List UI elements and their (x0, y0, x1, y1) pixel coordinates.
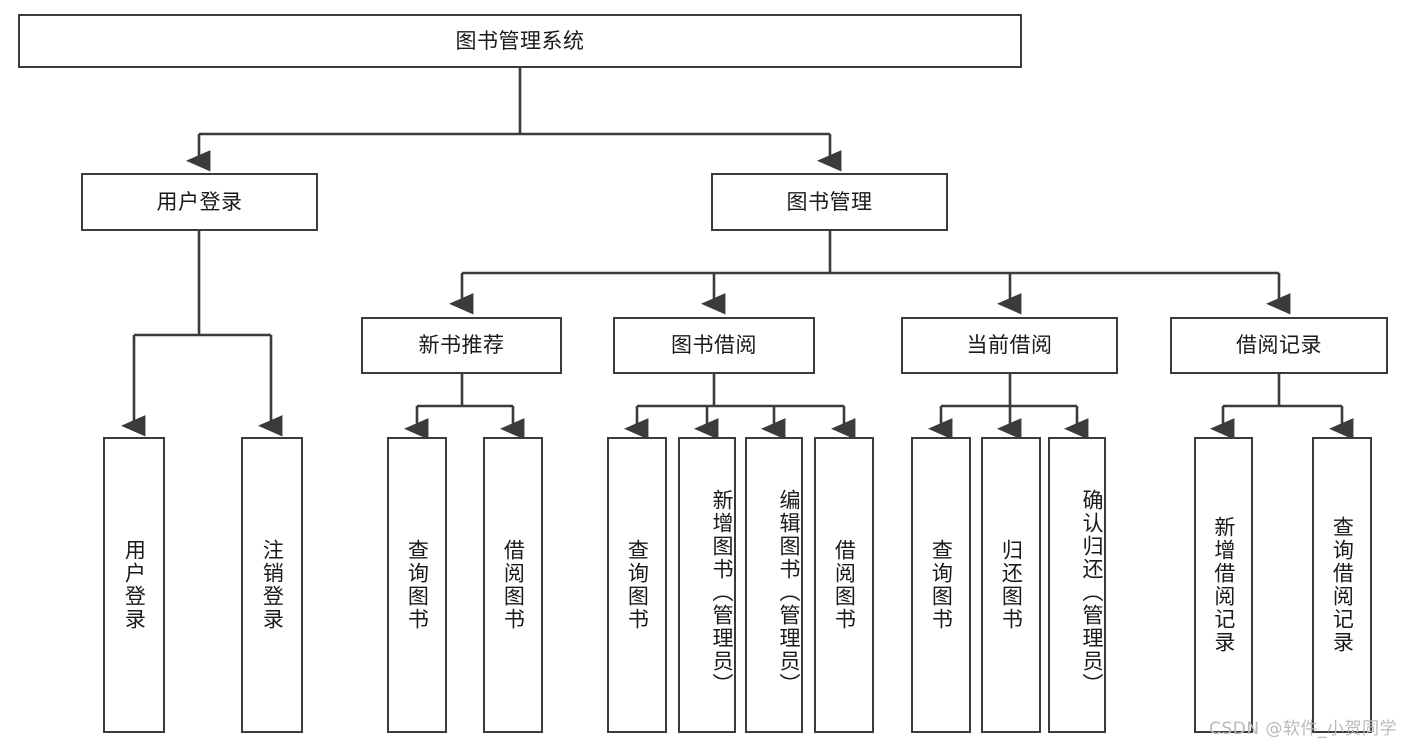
leaf-label: 归还图书 (999, 539, 1024, 631)
node-book-management[interactable]: 图书管理 (711, 173, 948, 231)
node-book-borrow[interactable]: 图书借阅 (613, 317, 815, 374)
leaf-recommend-borrow-book[interactable]: 借阅图书 (483, 437, 543, 733)
watermark: CSDN @软件_小贺同学 (1209, 719, 1397, 739)
leaf-current-query-book[interactable]: 查询图书 (911, 437, 971, 733)
leaf-current-confirm-return-admin[interactable]: 确认归还（管理员） (1048, 437, 1106, 733)
leaf-borrow-edit-book-admin[interactable]: 编辑图书（管理员） (745, 437, 803, 733)
leaf-label: 查询借阅记录 (1330, 516, 1355, 654)
node-new-book-recommend-label: 新书推荐 (418, 333, 505, 358)
node-current-borrow[interactable]: 当前借阅 (901, 317, 1118, 374)
node-new-book-recommend[interactable]: 新书推荐 (361, 317, 562, 374)
leaf-records-query-record[interactable]: 查询借阅记录 (1312, 437, 1372, 733)
node-book-management-label: 图书管理 (786, 189, 873, 214)
leaf-label: 注销登录 (260, 539, 285, 631)
leaf-borrow-query-book[interactable]: 查询图书 (607, 437, 667, 733)
node-user-login-label: 用户登录 (156, 189, 243, 214)
leaf-user-login-signout[interactable]: 注销登录 (241, 437, 303, 733)
leaf-borrow-add-book-admin[interactable]: 新增图书（管理员） (678, 437, 736, 733)
node-root[interactable]: 图书管理系统 (18, 14, 1022, 68)
leaf-label: 用户登录 (122, 539, 147, 631)
node-root-label: 图书管理系统 (455, 28, 585, 53)
leaf-label: 借阅图书 (501, 539, 526, 631)
leaf-user-login-signin[interactable]: 用户登录 (103, 437, 165, 733)
node-book-borrow-label: 图书借阅 (671, 333, 757, 358)
node-borrow-records[interactable]: 借阅记录 (1170, 317, 1388, 374)
leaf-label: 借阅图书 (832, 539, 857, 631)
leaf-label: 查询图书 (929, 539, 954, 631)
leaf-label: 新增图书（管理员） (710, 488, 734, 696)
node-current-borrow-label: 当前借阅 (966, 333, 1053, 358)
leaf-recommend-query-book[interactable]: 查询图书 (387, 437, 447, 733)
node-borrow-records-label: 借阅记录 (1236, 333, 1322, 358)
leaf-label: 查询图书 (625, 539, 650, 631)
leaf-current-return-book[interactable]: 归还图书 (981, 437, 1041, 733)
leaf-label: 编辑图书（管理员） (777, 488, 801, 696)
leaf-label: 查询图书 (405, 539, 430, 631)
leaf-label: 新增借阅记录 (1211, 516, 1236, 654)
leaf-label: 确认归还（管理员） (1080, 488, 1104, 696)
node-user-login[interactable]: 用户登录 (81, 173, 318, 231)
leaf-borrow-borrow-book[interactable]: 借阅图书 (814, 437, 874, 733)
leaf-records-add-record[interactable]: 新增借阅记录 (1194, 437, 1253, 733)
